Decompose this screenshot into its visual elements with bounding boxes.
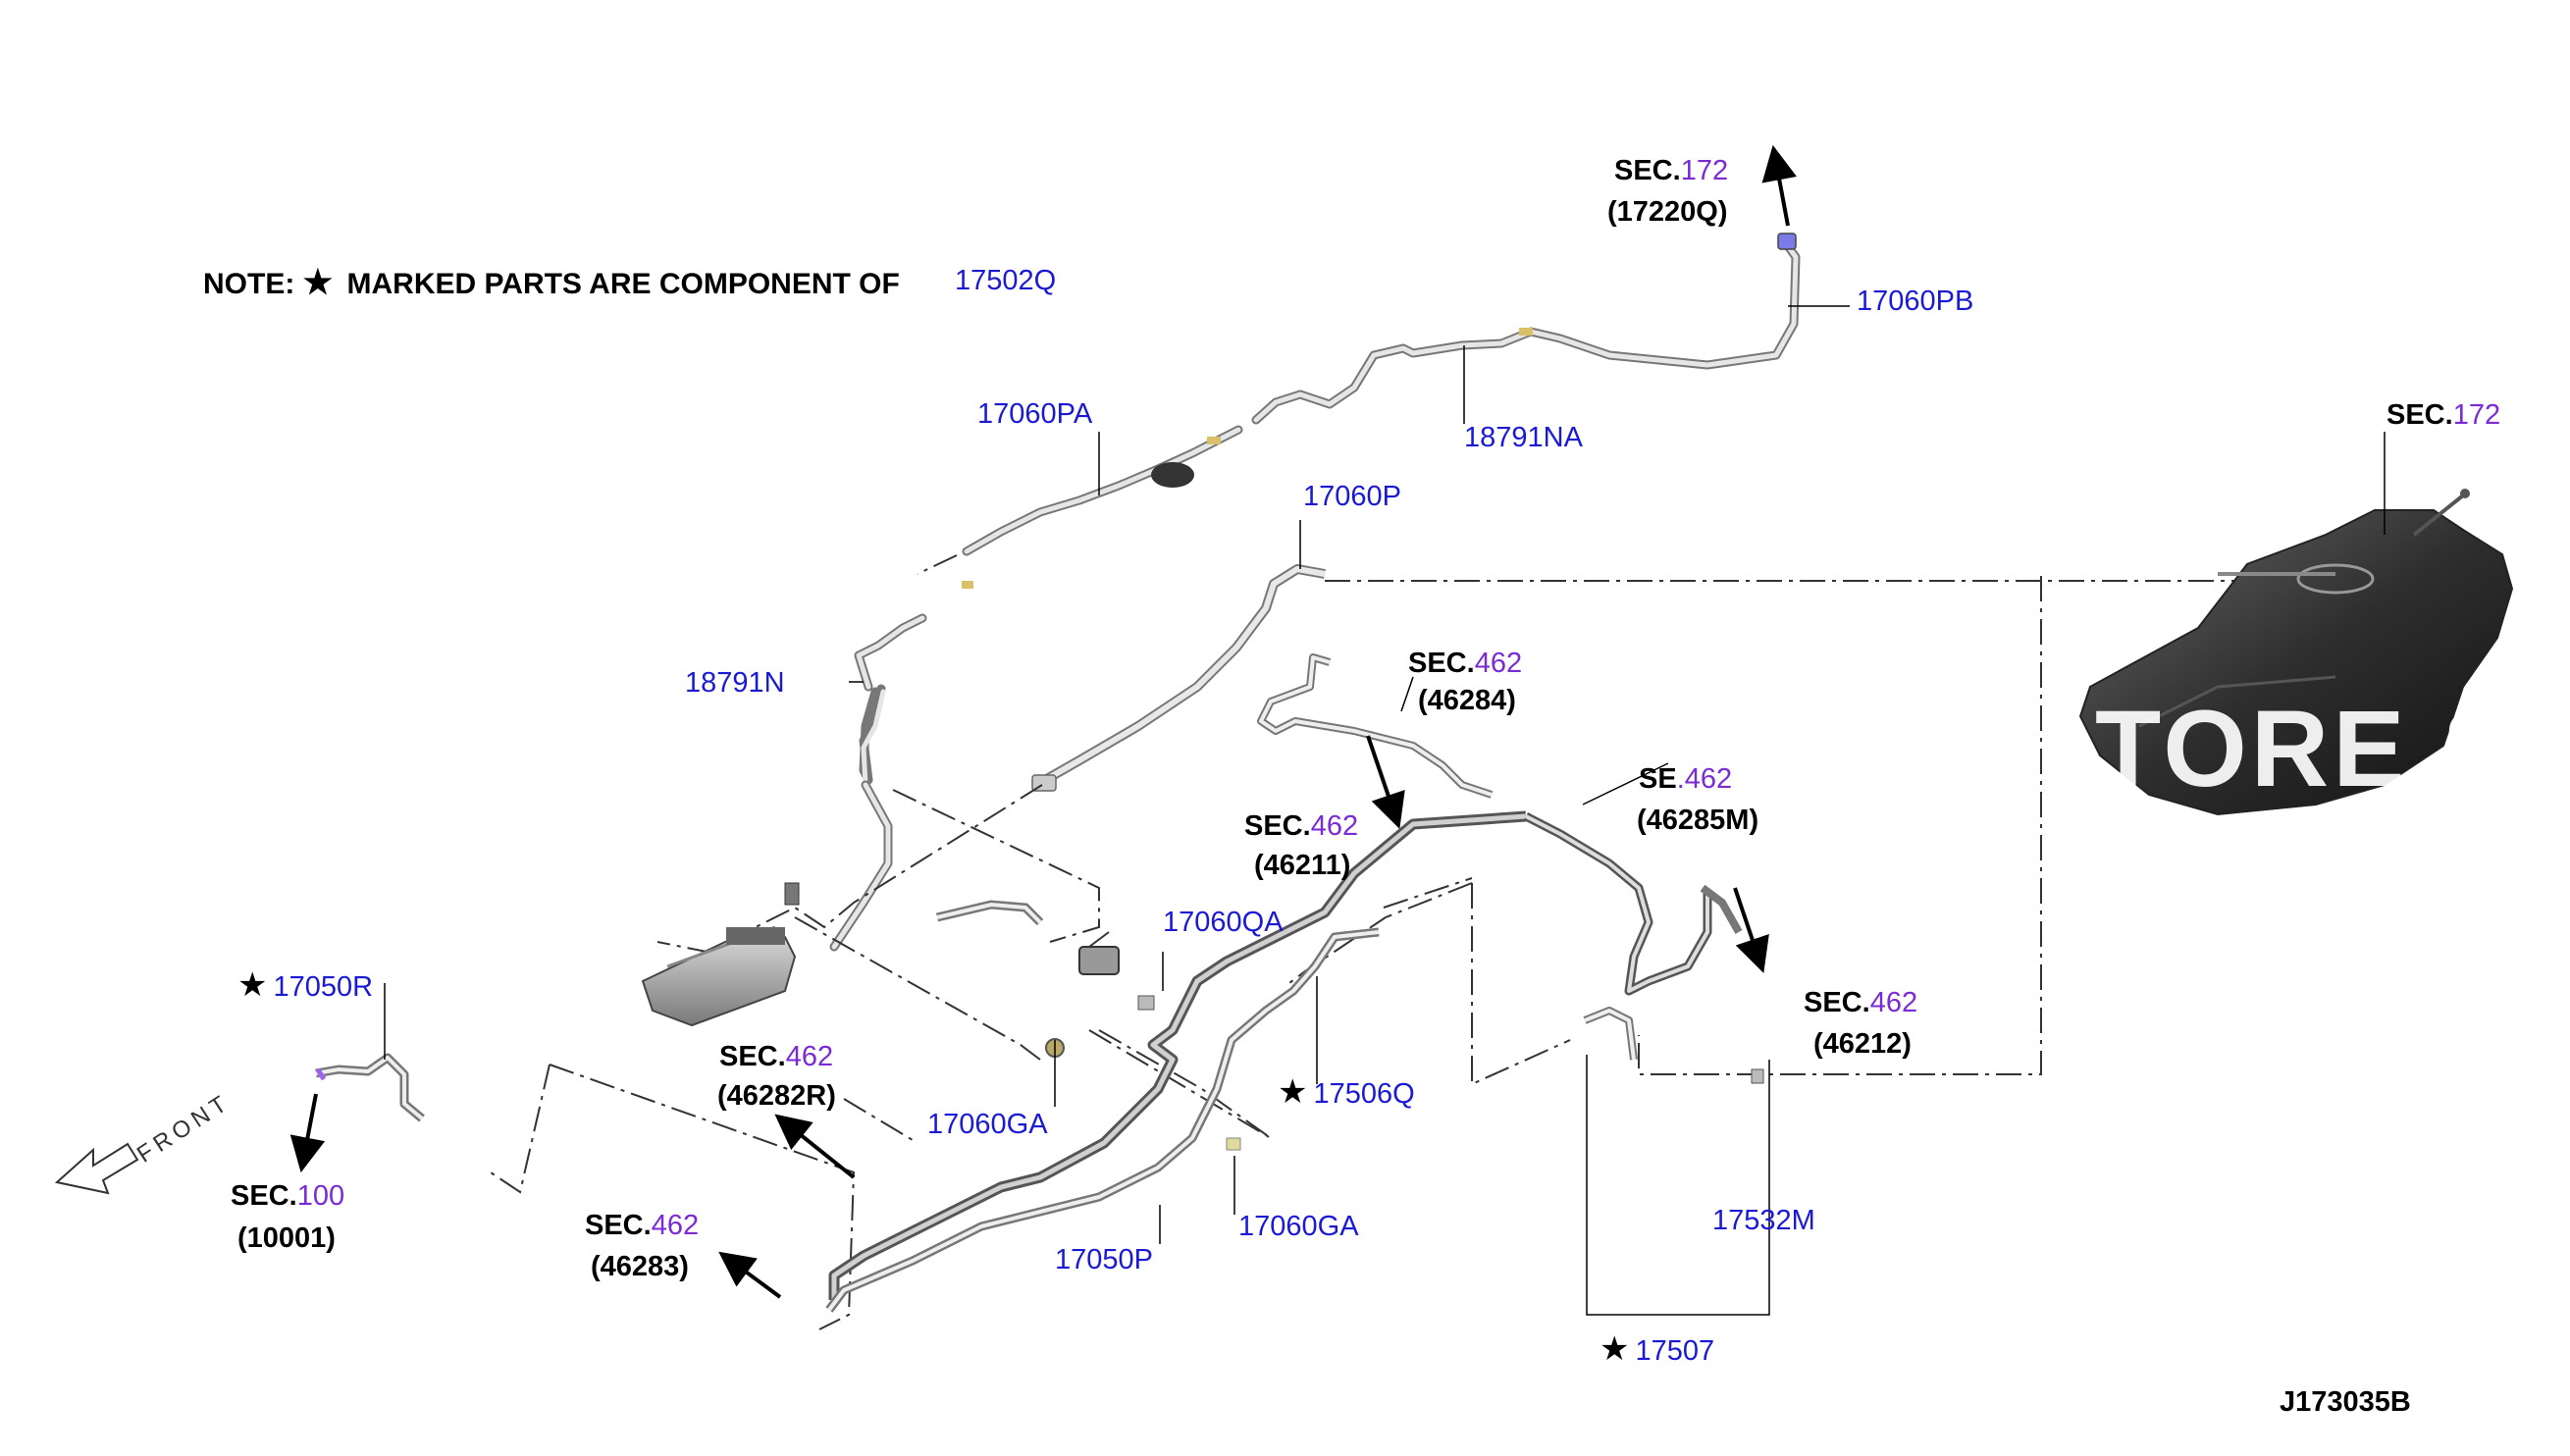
sec-ref-tank: SEC.172 <box>2386 399 2501 431</box>
note-part-number: 17502Q <box>955 265 1057 296</box>
label-17506q: ★17506Q <box>1278 1073 1415 1111</box>
sec-ref-46212-part: (46212) <box>1813 1028 1912 1060</box>
sec-ref-46211-part: (46211) <box>1254 850 1351 881</box>
label-17060p: 17060P <box>1303 481 1401 512</box>
leader-lines <box>384 305 2386 1316</box>
fuel-tank <box>2078 489 2514 816</box>
canister <box>641 882 1155 1058</box>
sec-ref-17220q: SEC.172 <box>1614 155 1729 186</box>
direction-arrows <box>289 144 1797 1299</box>
label-17507: ★17507 <box>1600 1330 1715 1368</box>
connector-lines <box>490 554 2316 1330</box>
vapor-pipe-17060p <box>1031 564 1326 792</box>
label-17060pa: 17060PA <box>977 398 1093 430</box>
sec-ref-46284: SEC.462 <box>1408 648 1523 679</box>
sec-ref-46285m: SE.462 <box>1639 763 1733 795</box>
note-line: NOTE: ★ MARKED PARTS ARE COMPONENT OF <box>203 263 900 302</box>
sec-ref-17220q-part: (17220Q) <box>1607 196 1728 228</box>
fuel-pipe-17050r <box>315 1053 425 1122</box>
star-icon: ★ <box>1600 1330 1630 1368</box>
label-17060pb: 17060PB <box>1857 286 1974 317</box>
star-icon: ★ <box>237 966 268 1004</box>
sec-ref-10001: SEC.100 <box>231 1180 345 1212</box>
sec-ref-46283-part: (46283) <box>591 1251 689 1282</box>
pipe-46284 <box>1257 653 1494 799</box>
sec-ref-46212: SEC.462 <box>1804 987 1918 1018</box>
label-18791n: 18791N <box>685 667 785 699</box>
label-17050p: 17050P <box>1055 1244 1153 1275</box>
sec-ref-46285m-part: (46285M) <box>1637 805 1759 836</box>
vapor-pipe-upper <box>829 233 1801 952</box>
diagram-code: J173035B <box>2280 1386 2411 1418</box>
sec-ref-46283: SEC.462 <box>585 1210 700 1241</box>
note-text: MARKED PARTS ARE COMPONENT OF <box>346 268 900 300</box>
sec-ref-46282r-part: (46282R) <box>717 1080 836 1112</box>
sec-ref-46211: SEC.462 <box>1244 810 1359 842</box>
watermark: TORE.SA <box>2095 689 2570 809</box>
front-arrow-icon <box>54 1142 139 1195</box>
label-17532m: 17532M <box>1712 1205 1815 1236</box>
label-17060ga-1: 17060GA <box>927 1109 1048 1140</box>
sec-ref-46284-part: (46284) <box>1418 685 1516 716</box>
star-icon: ★ <box>302 264 334 301</box>
label-17060ga-2: 17060GA <box>1238 1211 1359 1242</box>
label-17050r: ★17050R <box>237 966 374 1004</box>
star-icon: ★ <box>1278 1073 1308 1111</box>
sec-ref-10001-part: (10001) <box>237 1222 336 1254</box>
sec-ref-46282r: SEC.462 <box>719 1041 834 1072</box>
label-18791na: 18791NA <box>1464 422 1583 453</box>
fuel-pipe-main <box>825 810 1764 1313</box>
label-17060qa: 17060QA <box>1163 907 1284 938</box>
note-prefix: NOTE: <box>203 268 295 300</box>
